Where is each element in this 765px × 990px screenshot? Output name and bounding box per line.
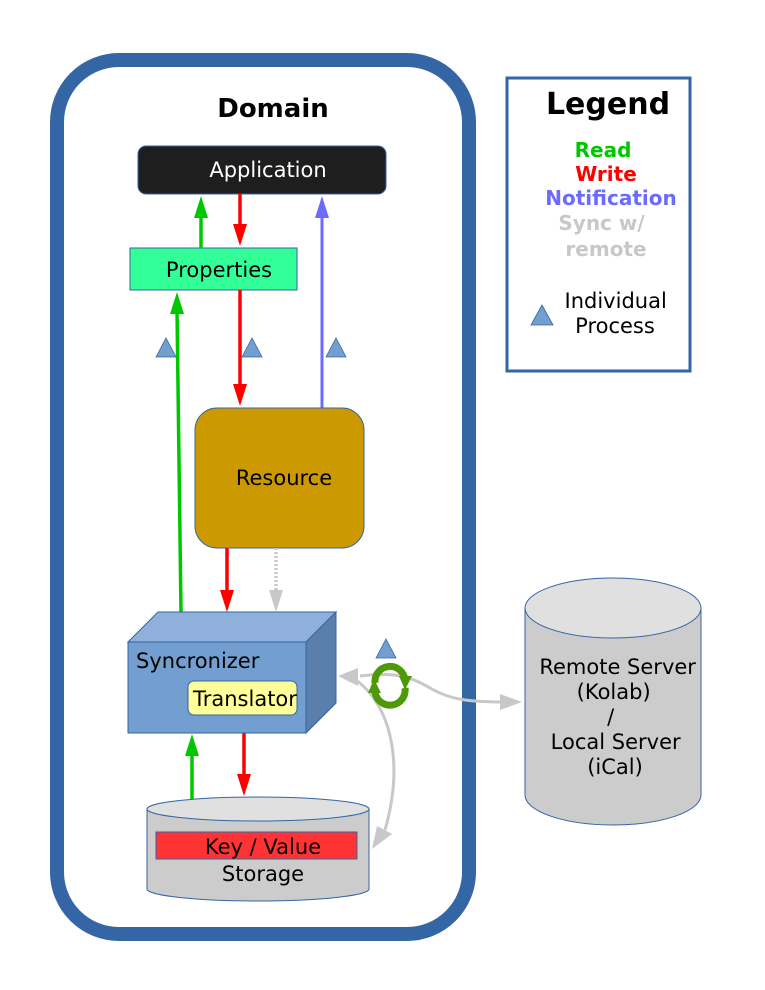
read-arrow-syncronizer-to-properties — [170, 292, 184, 613]
remote-line: / — [607, 705, 615, 729]
translator-node[interactable] — [187, 680, 298, 716]
legend-read: Read — [575, 138, 632, 162]
process-triangle-icon — [325, 337, 347, 358]
remote-server-label: Remote Server (Kolab) / Local Server (iC… — [539, 655, 702, 779]
sync-arrow-resource-to-syncronizer — [269, 548, 283, 612]
legend-process-line: Individual — [565, 289, 667, 313]
translator-label: Translator — [192, 687, 297, 711]
remote-line: Local Server — [551, 730, 681, 754]
process-triangle-icon — [375, 638, 397, 659]
write-arrow-resource-to-syncronizer — [220, 548, 234, 612]
legend-process-triangle-icon — [530, 304, 554, 326]
write-arrow-properties-to-resource — [233, 290, 247, 406]
write-arrow-syncronizer-to-storage — [237, 733, 251, 796]
syncronizer-label: Syncronizer — [136, 649, 260, 673]
remote-server-cylinder[interactable] — [524, 577, 702, 826]
application-node[interactable] — [137, 145, 387, 195]
notification-arrow-resource-to-application — [315, 196, 329, 408]
read-arrow-storage-to-syncronizer — [185, 734, 199, 800]
sync-arrow-syncronizer-to-storage — [349, 674, 396, 849]
key-value-label: Key / Value — [205, 835, 321, 859]
legend-notification: Notification — [545, 186, 676, 210]
storage-label: Storage — [222, 862, 304, 886]
read-arrow-properties-to-application — [194, 196, 208, 248]
application-label: Application — [209, 158, 326, 182]
domain-title: Domain — [217, 94, 329, 124]
resource-label: Resource — [236, 466, 332, 490]
remote-line: Remote Server — [539, 655, 696, 679]
resource-node[interactable] — [194, 407, 365, 549]
legend-sync: Sync w/ remote — [558, 211, 651, 261]
legend-process-line: Process — [575, 314, 655, 338]
sync-refresh-icon — [368, 662, 412, 709]
legend-title: Legend — [546, 87, 670, 122]
process-triangle-icon — [155, 337, 177, 358]
properties-label: Properties — [166, 258, 272, 282]
process-triangle-icon — [241, 337, 263, 358]
legend-process-label: Individual Process — [565, 289, 674, 338]
legend-write: Write — [575, 162, 637, 186]
legend-sync-line: Sync w/ — [558, 211, 645, 235]
key-value-band — [155, 831, 358, 860]
remote-line: (iCal) — [587, 755, 643, 779]
legend-sync-line: remote — [565, 237, 646, 261]
sync-arrow-remote-to-syncronizer — [338, 668, 522, 710]
properties-node[interactable] — [129, 247, 298, 291]
remote-line: (Kolab) — [577, 680, 651, 704]
write-arrow-application-to-properties — [233, 194, 247, 246]
